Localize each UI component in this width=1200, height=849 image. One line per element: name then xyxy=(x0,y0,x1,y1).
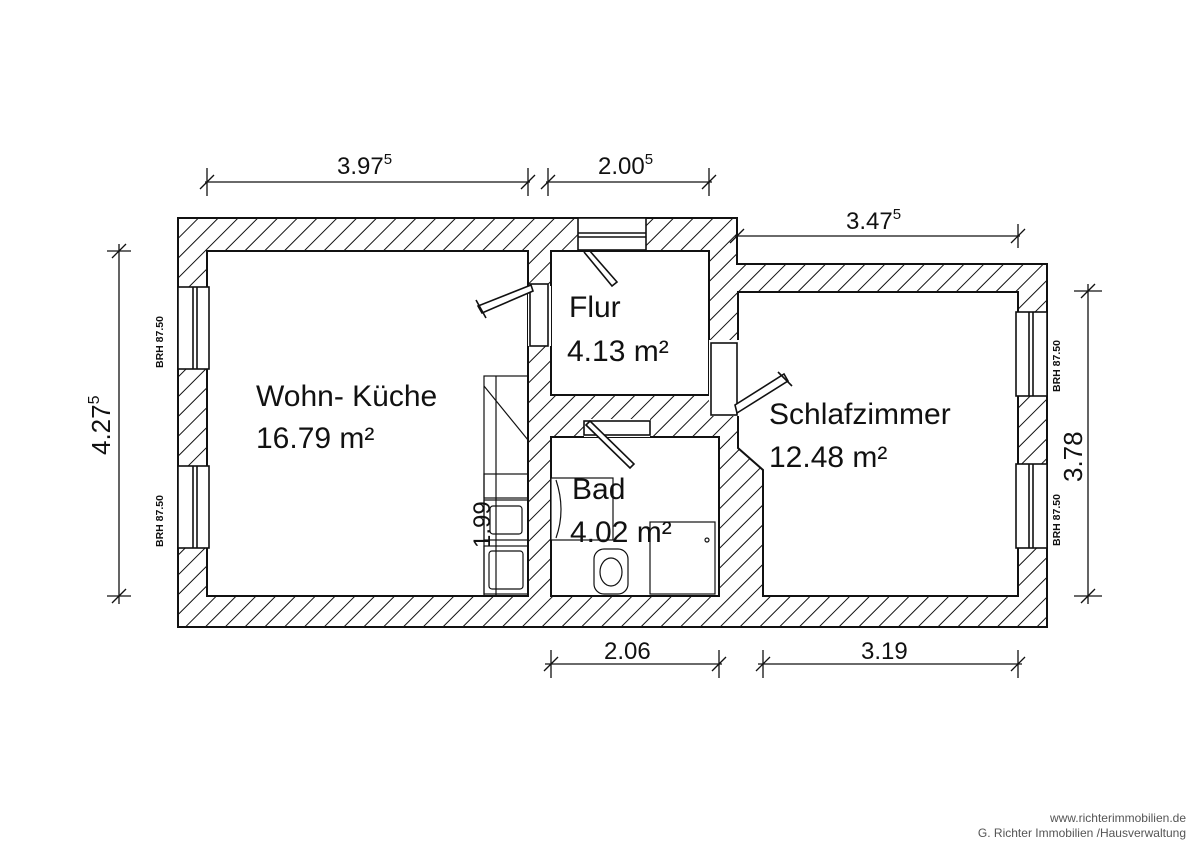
room-area-flur: 4.13 m² xyxy=(567,335,669,368)
window-bedroom-bottom xyxy=(1015,463,1048,549)
door-bad xyxy=(583,419,651,470)
room-name-bad: Bad xyxy=(572,473,625,506)
dim-bottom-bad: 2.06 xyxy=(604,638,651,665)
kitchen-counter xyxy=(483,375,529,597)
footer-company: G. Richter Immobilien /Hausverwaltung xyxy=(977,826,1186,840)
dim-top-right: 3.475 xyxy=(846,206,901,235)
room-area-schlafzimmer: 12.48 m² xyxy=(769,441,887,474)
room-area-wohnkueche: 16.79 m² xyxy=(256,422,374,455)
dim-left: 4.275 xyxy=(86,395,116,455)
window-sill-label-4: BRH 87.50 xyxy=(1051,494,1063,546)
footer-website: www.richterimmobilien.de xyxy=(1049,811,1186,825)
dim-right: 3.78 xyxy=(1058,431,1088,482)
dim-bottom-schlaf: 3.19 xyxy=(861,638,908,665)
dim-kitchen: 1.99 xyxy=(469,501,496,548)
window-kitchen-top xyxy=(177,286,210,370)
dim-top-mid: 2.005 xyxy=(598,151,653,180)
door-kitchen xyxy=(475,283,549,347)
footer: www.richterimmobilien.de G. Richter Immo… xyxy=(978,811,1186,841)
room-area-bad: 4.02 m² xyxy=(570,516,672,549)
window-bedroom-top xyxy=(1015,311,1048,397)
dim-top-left: 3.975 xyxy=(337,151,392,180)
door-bedroom xyxy=(710,342,793,416)
room-name-schlafzimmer: Schlafzimmer xyxy=(769,398,951,431)
window-flur xyxy=(577,217,647,251)
window-sill-label-1: BRH 87.50 xyxy=(154,316,166,368)
window-sill-label-2: BRH 87.50 xyxy=(154,495,166,547)
dimension-lines xyxy=(107,168,1102,678)
window-sill-label-3: BRH 87.50 xyxy=(1051,340,1063,392)
window-kitchen-bottom xyxy=(177,465,210,549)
door-flur-window-swing xyxy=(583,249,619,288)
room-name-flur: Flur xyxy=(569,291,621,324)
bathroom-fixtures xyxy=(550,477,716,595)
room-name-wohnkueche: Wohn- Küche xyxy=(256,380,437,413)
